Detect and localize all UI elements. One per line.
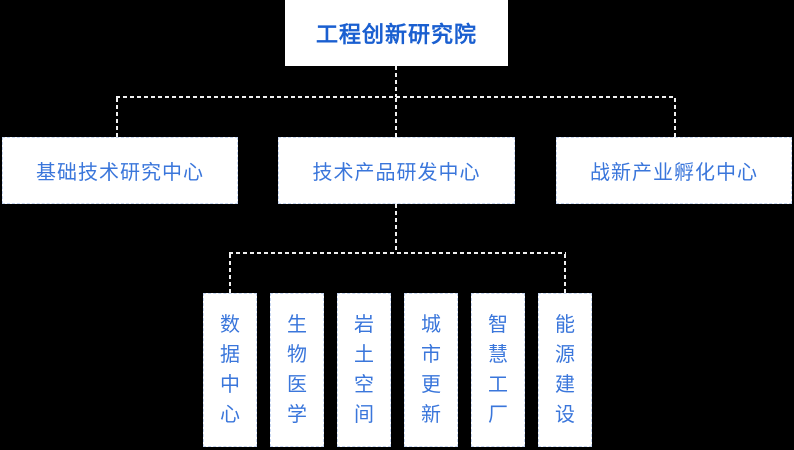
- node-urban-renewal-label: 城市更新: [421, 314, 441, 426]
- node-energy-construction: 能源建设: [538, 293, 592, 447]
- connector-bottom-drop-right: [564, 254, 566, 293]
- connector-root-stem: [395, 66, 397, 97]
- node-industry-incubation-center: 战新产业孵化中心: [556, 137, 792, 204]
- node-smart-factory: 智慧工厂: [471, 293, 525, 447]
- connector-drop-left: [116, 98, 118, 137]
- node-smart-factory-label: 智慧工厂: [488, 314, 508, 426]
- connector-bottom-rail: [229, 252, 566, 254]
- node-data-center: 数据中心: [203, 293, 257, 447]
- node-biomedicine-label: 生物医学: [287, 314, 307, 426]
- connector-drop-right: [674, 98, 676, 137]
- node-data-center-label: 数据中心: [220, 314, 240, 426]
- node-biomedicine: 生物医学: [270, 293, 324, 447]
- node-urban-renewal: 城市更新: [404, 293, 458, 447]
- node-geotechnical-space-label: 岩土空间: [354, 314, 374, 426]
- node-institute: 工程创新研究院: [285, 0, 508, 66]
- node-geotechnical-space: 岩土空间: [337, 293, 391, 447]
- connector-center-stem: [395, 204, 397, 253]
- node-basic-research-center: 基础技术研究中心: [2, 137, 238, 204]
- connector-drop-middle: [395, 98, 397, 137]
- node-industry-incubation-center-label: 战新产业孵化中心: [590, 162, 758, 184]
- connector-bottom-drop-left: [229, 254, 231, 293]
- node-basic-research-center-label: 基础技术研究中心: [36, 162, 204, 184]
- connector-top-rail: [116, 96, 676, 98]
- node-energy-construction-label: 能源建设: [555, 314, 575, 426]
- node-product-rd-center: 技术产品研发中心: [278, 137, 515, 204]
- node-product-rd-center-label: 技术产品研发中心: [312, 162, 481, 184]
- node-institute-label: 工程创新研究院: [315, 22, 477, 47]
